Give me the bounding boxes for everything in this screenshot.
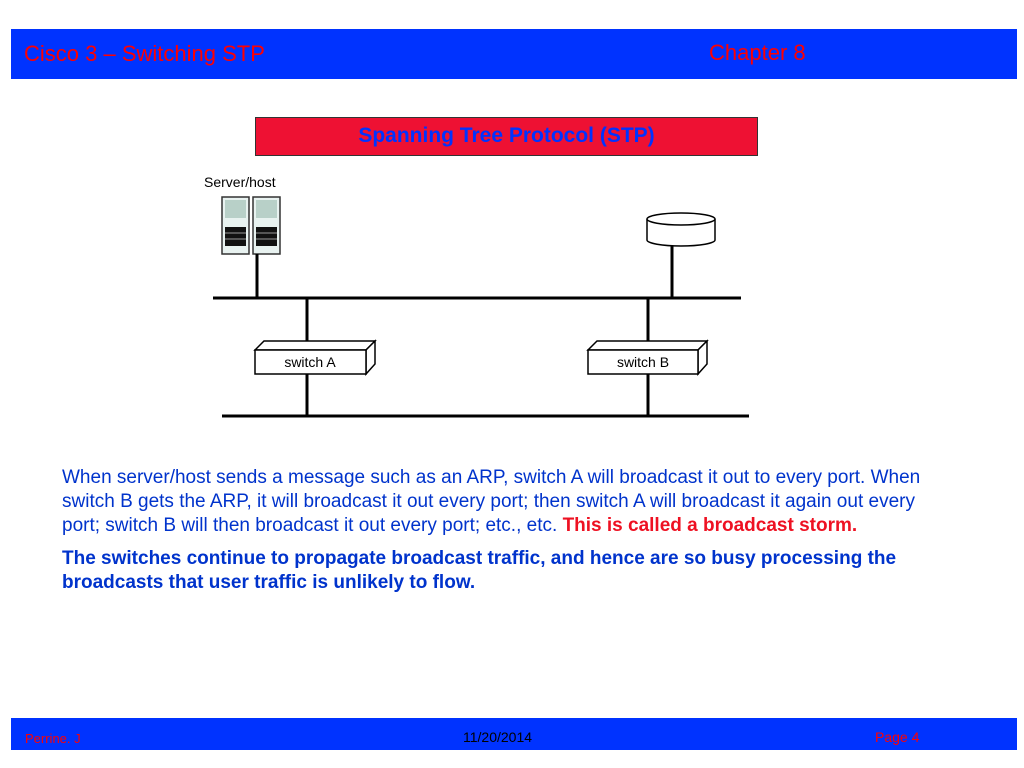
- switch-b: switch B: [586, 339, 709, 376]
- slide-title: Spanning Tree Protocol (STP): [358, 124, 655, 147]
- switch-a: switch A: [253, 339, 377, 376]
- footer-page-number: Page 4: [875, 729, 920, 745]
- slide-title-box: Spanning Tree Protocol (STP): [255, 117, 758, 156]
- chapter-label: Chapter 8: [709, 40, 806, 65]
- switch-a-label: switch A: [284, 354, 336, 370]
- footer-author: Perrine. J: [25, 731, 81, 746]
- slide-header: Cisco 3 – Switching STP Chapter 8: [11, 29, 1017, 79]
- server-icon: [221, 196, 281, 255]
- server-host-label: Server/host: [204, 174, 276, 190]
- paragraph-1-text: When server/host sends a message such as…: [62, 467, 921, 536]
- storage-icon: [646, 212, 716, 247]
- paragraph-1: When server/host sends a message such as…: [62, 466, 952, 538]
- body-text: When server/host sends a message such as…: [62, 466, 952, 604]
- broadcast-storm-emphasis: This is called a broadcast storm.: [562, 515, 858, 536]
- footer-date: 11/20/2014: [463, 729, 533, 745]
- switch-b-label: switch B: [617, 354, 669, 370]
- slide-footer: Perrine. J 11/20/2014 Page 4: [11, 718, 1017, 750]
- course-title: Cisco 3 – Switching STP: [24, 41, 265, 66]
- paragraph-2: The switches continue to propagate broad…: [62, 548, 897, 593]
